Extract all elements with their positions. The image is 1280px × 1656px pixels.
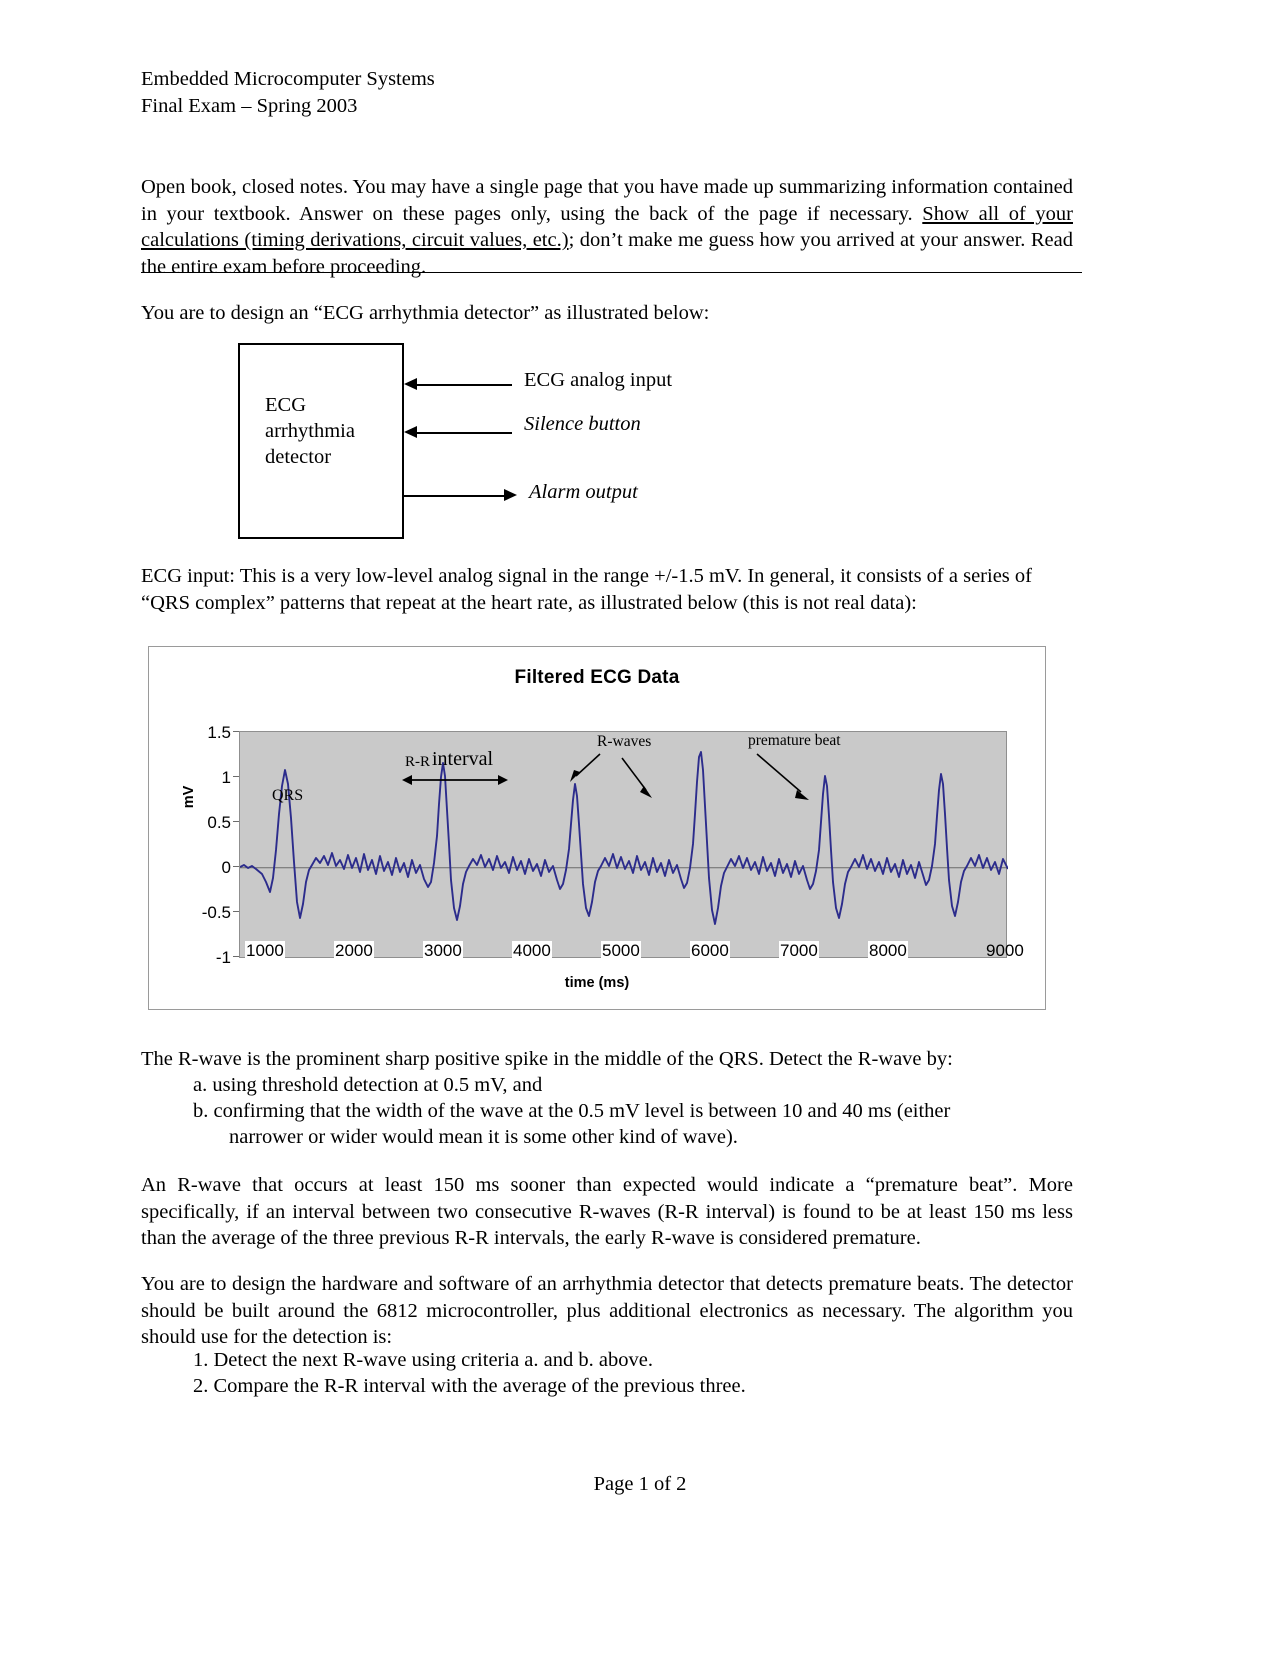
ecg-trace	[240, 751, 1008, 925]
x-tick-4000: 4000	[512, 941, 552, 961]
x-tick-9000: 9000	[986, 941, 1024, 960]
detector-box-label: ECG arrhythmia detector	[265, 392, 355, 470]
detector-label-line-1: ECG	[265, 394, 306, 416]
rr-interval-double-arrow-icon	[402, 775, 508, 785]
annotation-r-waves: R-waves	[597, 733, 652, 750]
x-tick-2000: 2000	[334, 941, 374, 961]
premature-beat-arrow-icon	[756, 753, 809, 800]
y-tick-1.5: 1.5	[207, 723, 231, 742]
instructions-part-1: Open book, closed notes. You may have a …	[141, 176, 1073, 225]
horizontal-divider	[141, 272, 1082, 273]
y-tickmark-0.5	[233, 821, 239, 822]
design-prompt: You are to design an “ECG arrhythmia det…	[141, 302, 710, 324]
ecg-input-label: ECG analog input	[524, 369, 673, 391]
ecg-input-paragraph: ECG input: This is a very low-level anal…	[141, 565, 1032, 614]
x-tick-7000: 7000	[779, 941, 819, 961]
x-tick-8000: 8000	[868, 941, 908, 961]
r-waves-arrows-icon	[570, 753, 652, 798]
x-tick-6000: 6000	[690, 941, 730, 961]
y-tick-neg1: -1	[215, 948, 231, 967]
silence-button-arrow-line	[417, 432, 512, 434]
rwave-lead: The R-wave is the prominent sharp positi…	[141, 1048, 953, 1070]
x-tick-3000: 3000	[423, 941, 463, 961]
rwave-item-a: a. using threshold detection at 0.5 mV, …	[193, 1074, 543, 1096]
annotation-rr-interval: interval	[432, 748, 494, 770]
premature-beat-paragraph: An R-wave that occurs at least 150 ms so…	[141, 1174, 1073, 1249]
y-tickmark-1.5	[233, 731, 239, 732]
silence-button-label: Silence button	[524, 413, 641, 435]
design-step-1: 1. Detect the next R-wave using criteria…	[193, 1349, 653, 1371]
y-tickmark-1	[233, 776, 239, 777]
chart-title: Filtered ECG Data	[514, 667, 680, 688]
annotation-qrs: QRS	[272, 787, 304, 804]
instructions-underlined: Show all of your calculations (timing de…	[141, 202, 1073, 252]
silence-button-arrow-head-icon	[404, 426, 417, 438]
block-diagram: ECG arrhythmia detector ECG analog input…	[141, 336, 841, 546]
design-step-2: 2. Compare the R-R interval with the ave…	[193, 1375, 746, 1397]
alarm-output-label: Alarm output	[529, 481, 638, 503]
course-title: Embedded Microcomputer Systems	[141, 68, 435, 90]
rwave-item-b-line-1: b. confirming that the width of the wave…	[193, 1100, 951, 1122]
exam-subtitle: Final Exam – Spring 2003	[141, 95, 358, 117]
alarm-output-arrow-line	[404, 495, 504, 497]
y-tickmark-neg1	[233, 956, 239, 957]
x-tick-1000: 1000	[245, 941, 285, 961]
y-tick-1: 1	[221, 768, 231, 787]
x-tick-5000: 5000	[601, 941, 641, 961]
rwave-item-b-line-2: narrower or wider would mean it is some …	[229, 1126, 738, 1148]
detector-label-line-3: detector	[265, 446, 332, 468]
instructions-paragraph: Open book, closed notes. You may have a …	[141, 174, 1073, 280]
y-tick-0.5: 0.5	[207, 813, 231, 832]
y-tick-0: 0	[221, 858, 231, 877]
alarm-output-arrow-head-icon	[504, 489, 517, 501]
chart-x-axis-label: time (ms)	[564, 975, 630, 991]
y-tickmark-neg0.5	[233, 911, 239, 912]
y-tick-neg0.5: -0.5	[201, 903, 231, 922]
detector-label-line-2: arrhythmia	[265, 420, 355, 442]
annotation-premature-beat: premature beat	[748, 732, 841, 749]
y-tickmark-0	[233, 866, 239, 867]
page-footer: Page 1 of 2	[593, 1473, 687, 1495]
chart-plot-area: QRS R-R interval R-waves premature beat	[239, 731, 1008, 958]
ecg-input-arrow-head-icon	[404, 378, 417, 390]
detector-box	[238, 343, 404, 539]
annotation-rr-interval-prefix: R-R	[405, 754, 431, 770]
ecg-input-arrow-line	[417, 384, 512, 386]
ecg-chart: Filtered ECG Data mV 1.5 1 0.5 0 -0.5 -1	[148, 646, 1046, 1010]
chart-y-axis-label-text: mV	[181, 785, 197, 809]
design-paragraph: You are to design the hardware and softw…	[141, 1273, 1073, 1348]
document-header: Embedded Microcomputer Systems Final Exa…	[141, 66, 435, 120]
ecg-waveform-svg	[240, 751, 1008, 925]
